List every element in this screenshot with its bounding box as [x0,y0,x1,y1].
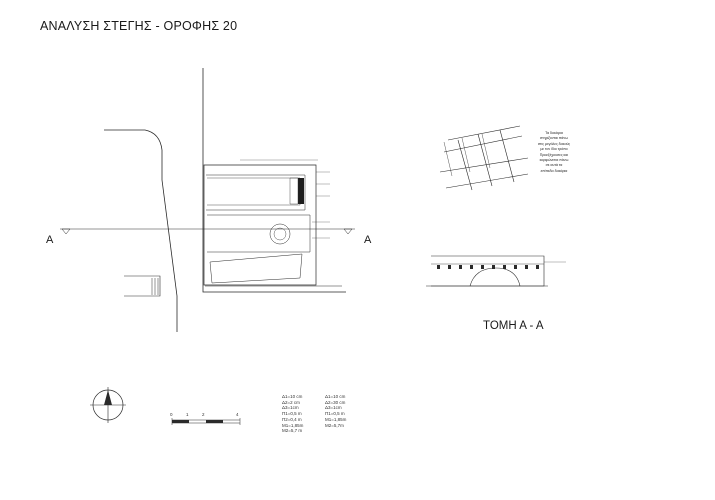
plan-dark-block [298,178,304,204]
spec-line: Π1=0,5 m [282,411,302,417]
section-label-left: A [46,234,54,246]
section-beam-tick [492,265,495,269]
ground-line [124,276,160,296]
spec-line: Μ2=5,7 m [282,428,303,434]
section-outline [431,256,544,286]
section-label-right: A [364,234,372,246]
section-beam-tick [459,265,462,269]
detail-note-line: Προεξέχουσες και [539,152,569,157]
plan-upper-beam [206,175,305,210]
scale-bar-segment [206,420,223,423]
section-beam-tick [437,265,440,269]
scale-label-1: 1 [186,412,189,417]
perspective-beams [440,126,528,190]
spec-line: Μ1=1,85m [325,416,347,422]
section-beam-ticks [437,265,539,269]
spec-line: Μ1=1,85m [282,422,304,428]
detail-note-line: Τα δοκάρια [545,131,563,135]
scale-label-4: 4 [236,412,239,417]
plan-hatch [290,178,298,204]
section-beam-tick [514,265,517,269]
perspective-rafters [444,134,490,176]
section-beam-tick [470,265,473,269]
detail-note-line: στηρίζονται πάνω [540,136,568,141]
detail-note-line: καρφώνεται πάνω [539,158,569,163]
plan-dim-lines [240,160,330,238]
roof-curve [104,130,177,332]
plan-lower-beam [207,215,310,252]
spec-line: Δ1=10 cm [325,394,346,399]
steps [152,278,158,295]
compass-arrow [104,390,112,405]
scale-bar-fill [172,420,223,423]
plan-column-inner [274,228,286,240]
section-arch [470,268,520,286]
plan-slab [210,254,302,283]
spec-line: Μ2=5,7m [325,422,344,428]
spec-line: Δ1=10 cm [282,394,303,399]
scale-label-0: 0 [170,412,173,417]
spec-line: Π1=0,5 m [325,411,345,417]
plan-outer [204,165,316,285]
spec-line: Δ3=1cm [325,405,342,411]
section-marker-right [344,229,352,234]
spec-line: Δ2=2 cm [282,399,300,405]
section-marker-left [62,229,70,234]
spec-line: Π2=0,4 m [282,416,302,422]
detail-note-line: στις μεγάλες δοκούς [537,141,571,146]
drawing-title: ΑΝΑΛΥΣΗ ΣΤΕΓΗΣ - ΟΡΟΦΗΣ 20 [40,19,238,33]
plan-column [270,224,290,244]
scale-bar-segment [172,420,189,423]
section-beam-tick [448,265,451,269]
detail-note-line: επίπεδα δοκάρια [540,168,568,173]
detail-note-line: σε αυτά τα [545,163,563,168]
spec-line: Δ2=30 cm [325,399,346,405]
section-beam-tick [481,265,484,269]
spec-line: Δ3=1cm [282,405,299,411]
scale-label-2: 2 [202,412,205,417]
section-beam-tick [525,265,528,269]
section-beam-tick [536,265,539,269]
wall-line [203,68,346,292]
section-beam-tick [503,265,506,269]
section-title: ΤΟΜΗ Α - Α [483,320,544,332]
plan-upper-strip [207,178,300,205]
detail-note-line: με τον ίδιο τρόπο [540,147,568,152]
